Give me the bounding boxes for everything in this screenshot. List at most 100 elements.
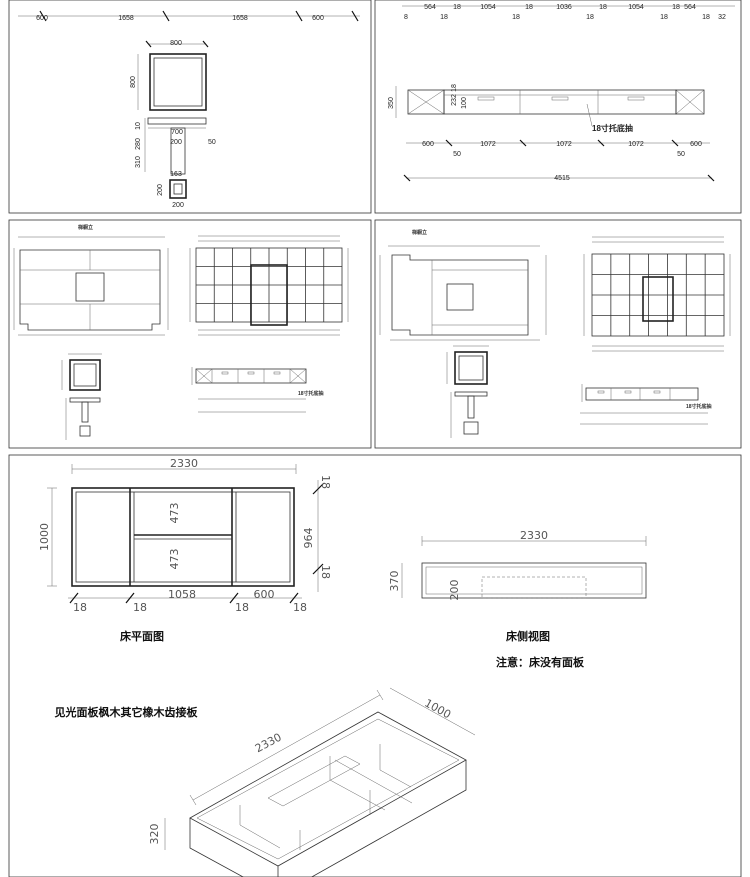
dim-text: 1054 bbox=[628, 4, 644, 11]
small-square-top bbox=[69, 359, 101, 391]
total-length-label: 4515 bbox=[554, 175, 570, 182]
dim-text: 18 bbox=[453, 4, 461, 11]
dim-text: 1036 bbox=[556, 4, 572, 11]
bed-frame-outline bbox=[71, 487, 295, 587]
table-base-square bbox=[169, 179, 187, 199]
iso-depth-label: 1000 bbox=[422, 696, 453, 721]
drawer-callout: 18寸托底抽 bbox=[592, 123, 633, 133]
bed-side-view: 2330 370 200 床侧视图 注意：床没有面板 bbox=[388, 529, 647, 669]
dim-text: 600 bbox=[690, 141, 702, 148]
cabinet-body bbox=[443, 89, 677, 115]
table-plan-center-square bbox=[75, 272, 105, 302]
side-height-label: 370 bbox=[388, 571, 401, 592]
iso-outer-walls bbox=[189, 760, 467, 877]
side-width-label: 2330 bbox=[520, 529, 548, 542]
dim-text: 600 bbox=[422, 141, 434, 148]
dim-text: 1658 bbox=[232, 15, 248, 22]
dim-text: 280 bbox=[135, 138, 142, 150]
square-width-label: 800 bbox=[170, 40, 182, 47]
dim-text: 200 bbox=[157, 184, 164, 196]
top-dimension-row: 8 564 18 18 1054 18 18 1036 18 18 1054 18 18 564 18 32 bbox=[404, 4, 726, 21]
plan-caption: 床平面图 bbox=[120, 629, 164, 643]
dim-text: 10 bbox=[135, 122, 142, 130]
dim-text: 1072 bbox=[628, 141, 644, 148]
bed-plan-view: 2330 1000 473 473 18 964 18 18 18 1058 1… bbox=[38, 457, 332, 643]
dim-text: 50 bbox=[453, 151, 461, 158]
low-cabinet-elevation bbox=[585, 387, 699, 401]
dim-text: 1058 bbox=[168, 588, 196, 601]
table-plan-center-square bbox=[446, 283, 474, 311]
dim-text: 310 bbox=[135, 156, 142, 168]
dim-text: 18 bbox=[512, 14, 520, 21]
dim-text: 18 bbox=[440, 14, 448, 21]
bed-isometric-view: 见光面板枫木其它橡木齿接板 2330 1000 320 bbox=[55, 687, 476, 877]
shelf-grid bbox=[592, 254, 724, 336]
bed-height-label: 1000 bbox=[38, 523, 51, 551]
table-plan-outline bbox=[391, 254, 529, 336]
iso-center-divider bbox=[267, 755, 361, 807]
panel-frame-mid-left bbox=[8, 219, 372, 449]
drawer-callout: 18寸托底抽 bbox=[686, 403, 712, 410]
dim-text: 18 bbox=[672, 4, 680, 11]
dim-text: 18 bbox=[133, 601, 147, 614]
dim-text: 18 bbox=[599, 4, 607, 11]
dim-text: 1072 bbox=[556, 141, 572, 148]
dim-text: 50 bbox=[677, 151, 685, 158]
dim-text: 18 bbox=[451, 84, 458, 92]
top-left-drawing: 600 1658 1658 600 800 800 700 200 50 10 … bbox=[18, 10, 360, 209]
panel-frame-top-left bbox=[8, 0, 372, 214]
shelf-grid bbox=[196, 248, 342, 322]
no-panel-note: 注意：床没有面板 bbox=[496, 655, 585, 669]
dim-text: 18 bbox=[73, 601, 87, 614]
dim-text: 32 bbox=[718, 14, 726, 21]
dim-text: 50 bbox=[208, 139, 216, 146]
table-leg-profile bbox=[170, 127, 186, 175]
dim-text: 18 bbox=[293, 601, 307, 614]
dim-text: 564 bbox=[424, 4, 436, 11]
dim-text: 18 bbox=[660, 14, 668, 21]
dim-text: 473 bbox=[168, 503, 181, 524]
small-square-top bbox=[454, 351, 488, 385]
panel-frame-top-right bbox=[374, 0, 742, 214]
dim-text: 18 bbox=[525, 4, 533, 11]
square-height-label: 800 bbox=[130, 76, 137, 88]
dim-text: 1658 bbox=[118, 15, 134, 22]
iso-top-rim bbox=[189, 711, 467, 867]
dim-text: 600 bbox=[36, 15, 48, 22]
dim-text: 200 bbox=[170, 139, 182, 146]
dim-text: 600 bbox=[254, 588, 275, 601]
dim-text: 18 bbox=[319, 475, 332, 489]
square-top-view bbox=[149, 53, 207, 111]
dim-text: 350 bbox=[388, 97, 395, 109]
dim-text: 600 bbox=[312, 15, 324, 22]
dim-text: 232 bbox=[451, 94, 458, 106]
dim-text: 8 bbox=[404, 14, 408, 21]
drawer-callout: 18寸托底抽 bbox=[298, 390, 324, 397]
dim-text: 18 bbox=[235, 601, 249, 614]
dim-text: 200 bbox=[448, 580, 461, 601]
dim-text: 18 bbox=[319, 565, 332, 579]
dim-text: 473 bbox=[168, 549, 181, 570]
mid-left-drawing: 梯橱立 bbox=[13, 224, 349, 440]
sheet-title: 梯橱立 bbox=[412, 229, 427, 236]
sheet-title: 梯橱立 bbox=[78, 224, 93, 231]
side-caption: 床侧视图 bbox=[506, 629, 550, 643]
dim-text: 200 bbox=[172, 202, 184, 209]
material-note: 见光面板枫木其它橡木齿接板 bbox=[55, 705, 199, 719]
table-top-profile bbox=[147, 117, 207, 125]
dim-text: 964 bbox=[302, 528, 315, 549]
dim-text: 1054 bbox=[480, 4, 496, 11]
panel-frame-bottom bbox=[8, 454, 742, 877]
iso-height-label: 320 bbox=[148, 824, 161, 845]
dim-text: 18 bbox=[702, 14, 710, 21]
dim-text: 564 bbox=[684, 4, 696, 11]
dim-text: 18 bbox=[586, 14, 594, 21]
bed-width-label: 2330 bbox=[170, 457, 198, 470]
dim-text: 1072 bbox=[480, 141, 496, 148]
low-cabinet-elevation bbox=[195, 368, 307, 384]
dim-text: 700 bbox=[171, 129, 183, 136]
table-plan-outline bbox=[19, 249, 161, 331]
mid-right-drawing: 梯橱立 18寸托底抽 bbox=[379, 229, 731, 438]
